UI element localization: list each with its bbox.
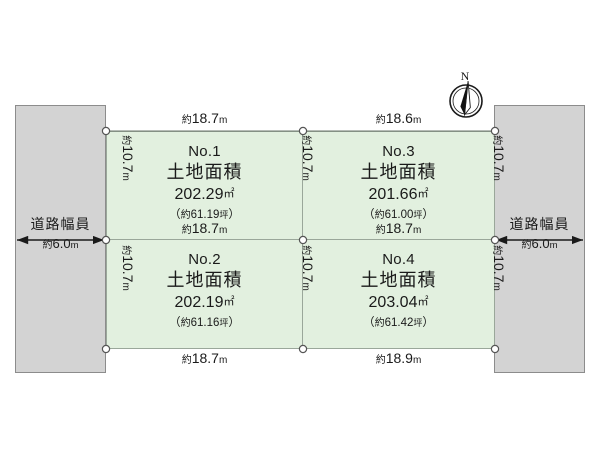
dim-plot1-bottom-yaku: 約 — [181, 225, 192, 236]
dim-plot1-left-value: 10.7 — [119, 145, 136, 173]
plot-1-area-number: 202.29 — [174, 186, 224, 203]
plot-no-4: No.4 土地面積 203.04㎡ （約61.42坪） — [302, 239, 495, 349]
plot-1-tsubo-unit: 坪 — [219, 210, 229, 220]
plot-2-tsubo-open: （ — [169, 317, 181, 329]
plot-2-tsubo-value: 61.16 — [190, 317, 220, 329]
dim-plot4-bottom-unit: m — [412, 355, 422, 366]
plot-3-area-number: 201.66 — [368, 186, 418, 203]
plot-2-tsubo-close: ） — [228, 317, 240, 329]
plot-4-tsubo-yaku: 約 — [374, 318, 385, 329]
plot-3-area-unit: ㎡ — [417, 188, 429, 200]
dim-plot2-bottom-unit: m — [218, 355, 228, 366]
plot-2-tsubo: （約61.16坪） — [107, 317, 302, 330]
dim-plot4-bottom: 約18.9m — [302, 350, 495, 366]
dim-plot1-left: 約10.7m — [105, 135, 136, 181]
dim-plot1-top: 約18.7m — [106, 110, 303, 126]
plot-3-area-title: 土地面積 — [360, 162, 437, 182]
dim-plot1-left-unit: m — [119, 172, 131, 181]
dim-plot2-left-value: 10.7 — [119, 255, 136, 283]
plot-4-number: No.4 — [382, 251, 415, 268]
plot-4-tsubo-value: 61.42 — [384, 317, 414, 329]
dim-plot3-top: 約18.6m — [302, 110, 495, 126]
dim-plot4-right-unit: m — [490, 282, 502, 291]
plot-4-tsubo-unit: 坪 — [413, 318, 423, 328]
dim-center-top-value: 10.7 — [299, 145, 316, 173]
dim-plot2-bottom-yaku: 約 — [181, 355, 192, 366]
north-arrow-icon: N — [449, 69, 483, 118]
dim-plot2-bottom: 約18.7m — [106, 350, 303, 366]
dim-plot1-bottom-unit: m — [218, 225, 228, 236]
dim-plot3-bottom-yaku: 約 — [375, 225, 386, 236]
plot-1-area-unit: ㎡ — [223, 188, 235, 200]
dim-center-top-yaku: 約 — [299, 135, 311, 146]
plot-3-tsubo-unit: 坪 — [413, 210, 423, 220]
dim-center-bottom: 約10.7m — [285, 245, 316, 291]
plot-4-tsubo: （約61.42坪） — [303, 317, 494, 330]
plot-4-tsubo-open: （ — [363, 317, 375, 329]
plot-2-tsubo-yaku: 約 — [180, 318, 191, 329]
plot-4-area-number: 203.04 — [368, 294, 418, 311]
dim-plot1-left-yaku: 約 — [119, 135, 131, 146]
dim-plot2-left-unit: m — [119, 282, 131, 291]
plot-3-number: No.3 — [382, 143, 415, 160]
dim-plot2-left: 約10.7m — [105, 245, 136, 291]
dim-center-top-unit: m — [299, 172, 311, 181]
dim-plot4-right-value: 10.7 — [490, 255, 507, 283]
plot-1-number: No.1 — [188, 143, 221, 160]
dim-plot2-left-yaku: 約 — [119, 245, 131, 256]
dim-center-top: 約10.7m — [285, 135, 316, 181]
dim-plot3-bottom: 約18.7m — [302, 220, 495, 236]
plot-2-number: No.2 — [188, 251, 221, 268]
dim-plot4-bottom-yaku: 約 — [375, 355, 386, 366]
dim-center-bottom-yaku: 約 — [299, 245, 311, 256]
plot-3-area-value: 201.66㎡ — [303, 187, 494, 203]
plot-4-tsubo-close: ） — [422, 317, 434, 329]
dim-plot4-bottom-value: 18.9 — [385, 350, 413, 366]
road-area-right — [494, 105, 585, 373]
dim-plot1-bottom-value: 18.7 — [191, 220, 219, 236]
dim-plot4-right-yaku: 約 — [490, 245, 502, 256]
dim-plot1-top-value: 18.7 — [191, 110, 219, 126]
plot-2-area-value: 202.19㎡ — [107, 295, 302, 311]
dim-plot3-bottom-unit: m — [412, 225, 422, 236]
road-area-left — [15, 105, 106, 373]
compass-north-label: N — [461, 69, 470, 83]
dim-plot1-bottom: 約18.7m — [106, 220, 303, 236]
dim-plot4-right: 約10.7m — [476, 245, 507, 291]
dim-plot3-right-yaku: 約 — [490, 135, 502, 146]
dim-center-bottom-value: 10.7 — [299, 255, 316, 283]
dim-plot3-right-unit: m — [490, 172, 502, 181]
dim-plot1-top-unit: m — [218, 115, 228, 126]
dim-plot3-top-yaku: 約 — [375, 115, 386, 126]
dim-plot2-bottom-value: 18.7 — [191, 350, 219, 366]
plot-2-area-title: 土地面積 — [166, 270, 243, 290]
dim-plot3-top-value: 18.6 — [385, 110, 413, 126]
plot-4-area-title: 土地面積 — [360, 270, 437, 290]
plot-2-area-number: 202.19 — [174, 294, 224, 311]
plot-2-area-unit: ㎡ — [223, 296, 235, 308]
plot-4-area-value: 203.04㎡ — [303, 295, 494, 311]
dim-plot3-right: 約10.7m — [476, 135, 507, 181]
dim-plot3-right-value: 10.7 — [490, 145, 507, 173]
dim-plot3-top-unit: m — [412, 115, 422, 126]
plot-4-area-unit: ㎡ — [417, 296, 429, 308]
plot-1-area-title: 土地面積 — [166, 162, 243, 182]
dim-plot3-bottom-value: 18.7 — [385, 220, 413, 236]
dim-plot1-top-yaku: 約 — [181, 115, 192, 126]
dim-center-bottom-unit: m — [299, 282, 311, 291]
plot-1-area-value: 202.29㎡ — [107, 187, 302, 203]
plot-2-tsubo-unit: 坪 — [219, 318, 229, 328]
